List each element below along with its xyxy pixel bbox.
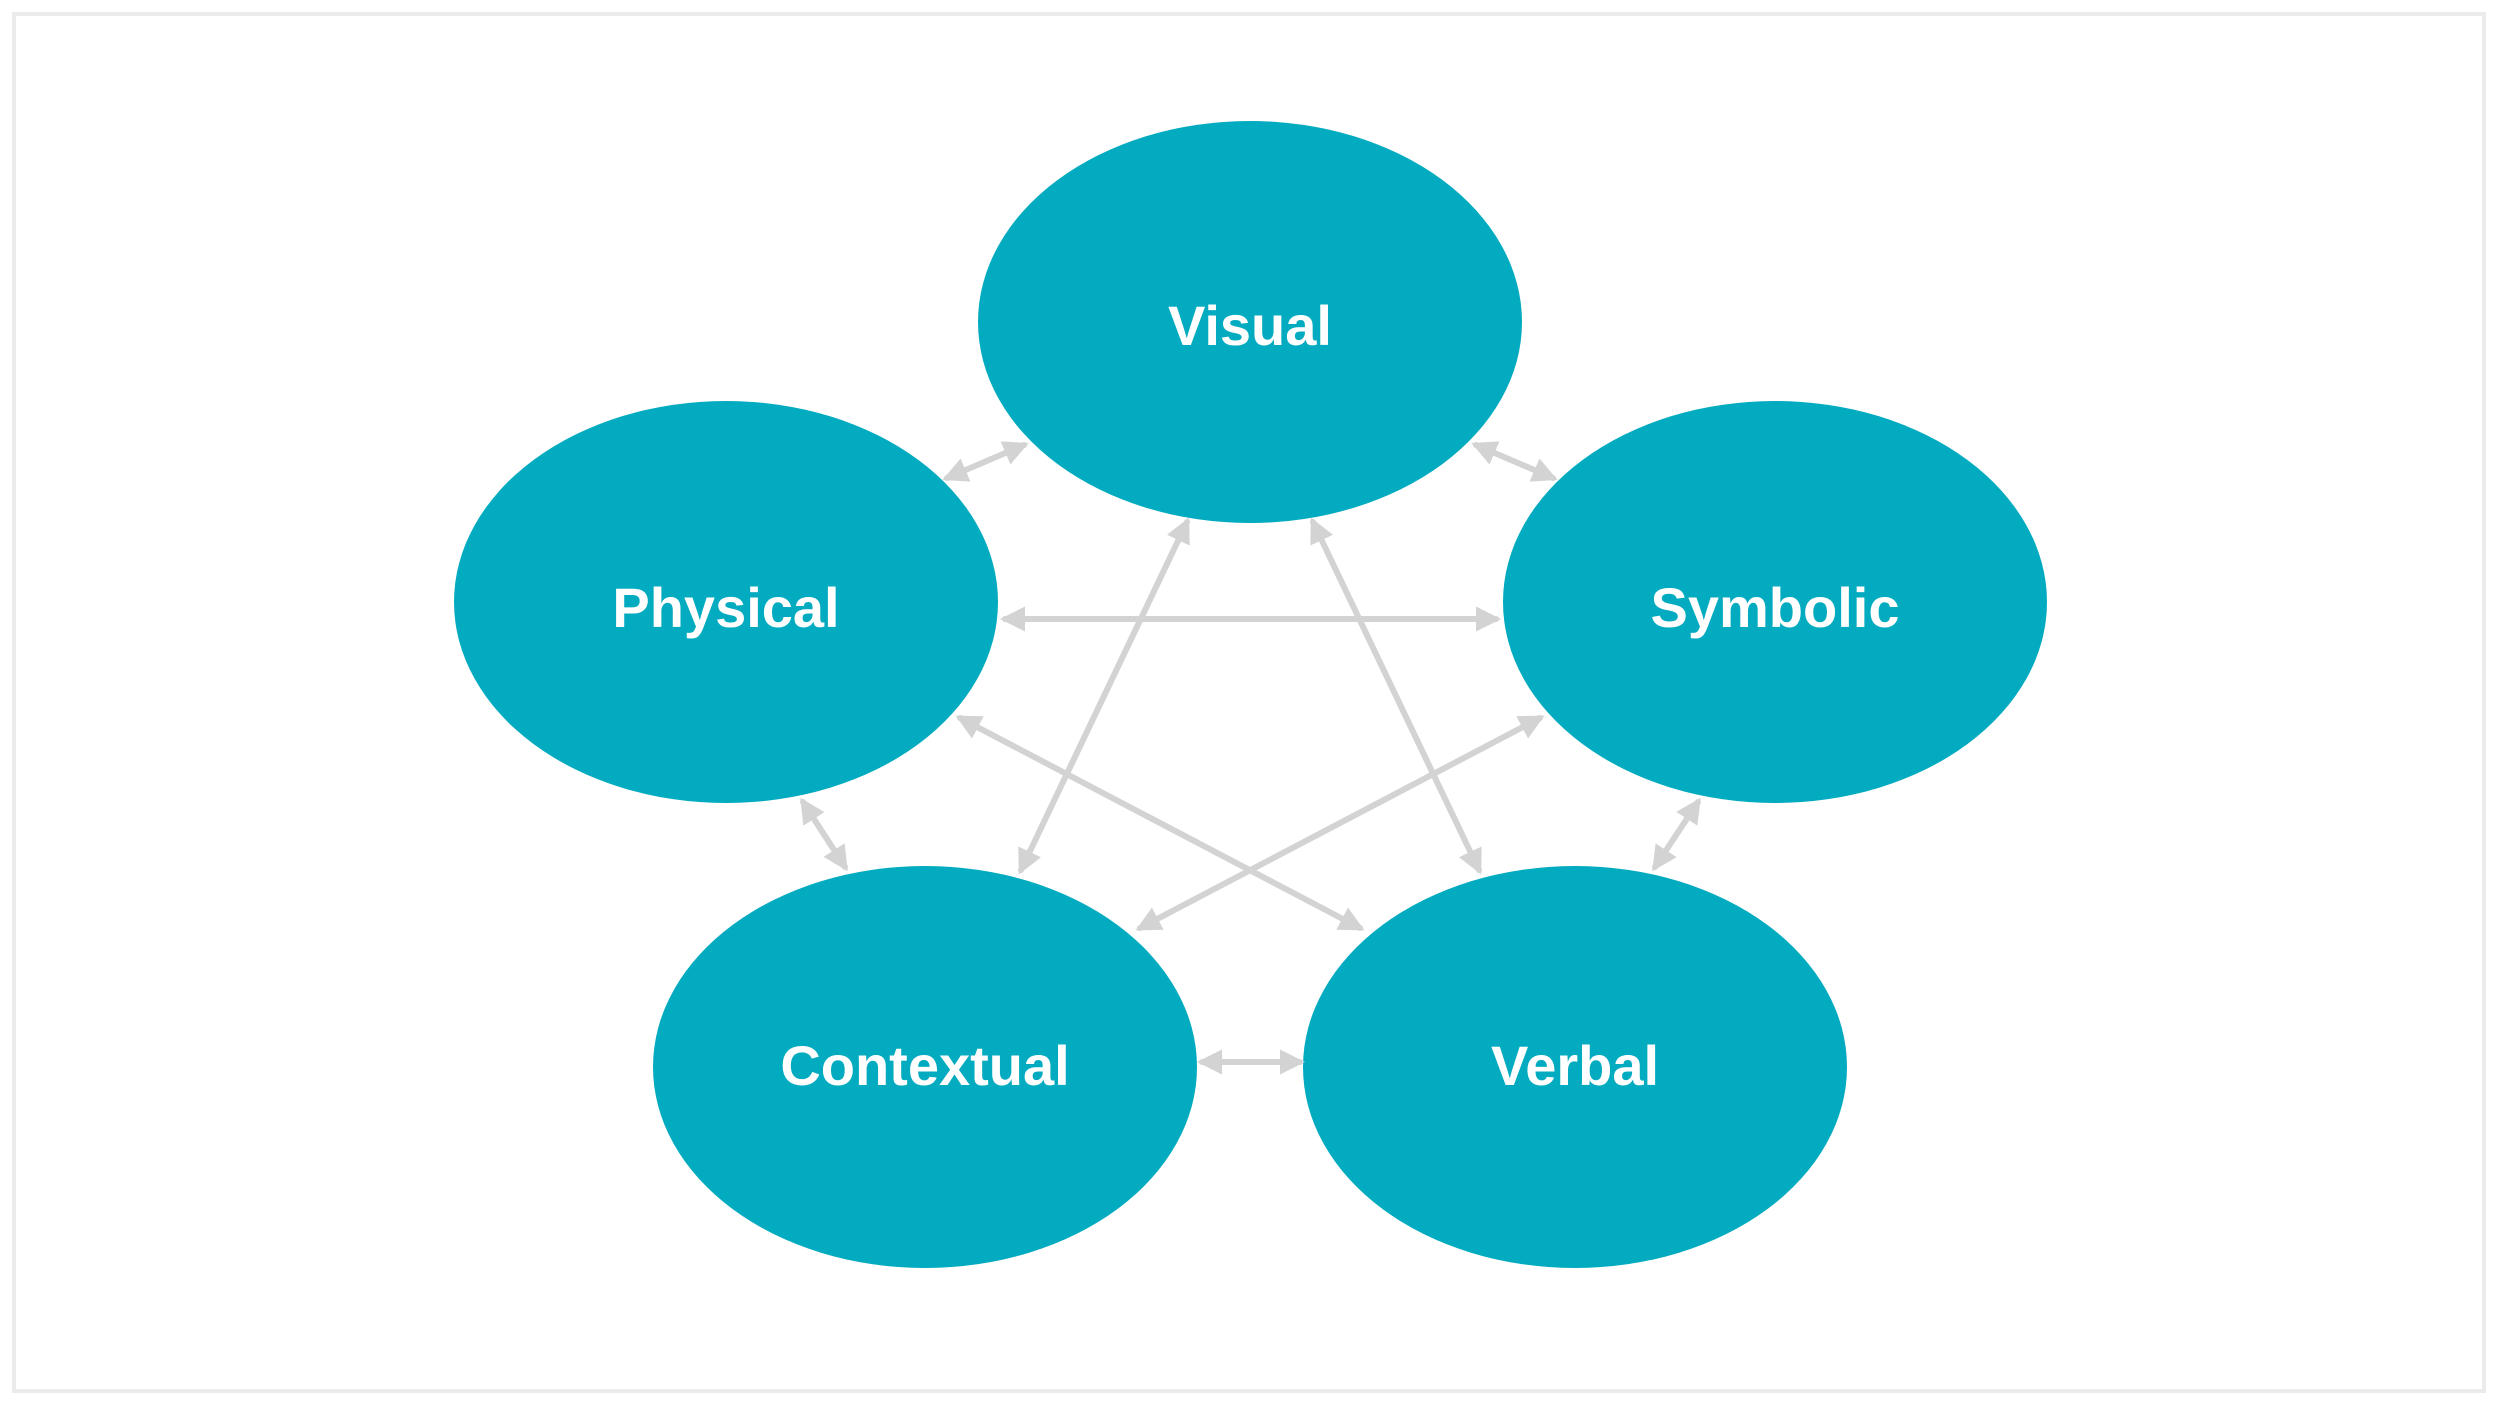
node-verbal-shape [1303,866,1847,1268]
node-symbolic: Symbolic [1503,401,2047,803]
node-symbolic-label: Symbolic [1651,576,1900,639]
arrow-symbolic-contextual [1135,715,1545,931]
node-visual-label: Visual [1168,294,1332,357]
node-physical: Physical [454,401,998,803]
arrow-visual-contextual [1018,517,1190,875]
node-contextual-shape [653,866,1197,1268]
arrow-visual-verbal [1310,517,1482,875]
node-verbal-label: Verbal [1491,1034,1659,1097]
node-physical-shape [454,401,998,803]
node-visual: Visual [978,121,1522,523]
node-contextual-label: Contextual [780,1034,1069,1097]
node-contextual: Contextual [653,866,1197,1268]
arrow-symbolic-verbal [1652,797,1701,872]
node-physical-label: Physical [612,576,839,639]
node-visual-shape [978,121,1522,523]
arrow-physical-visual [942,441,1029,482]
node-verbal: Verbal [1303,866,1847,1268]
arrow-visual-symbolic [1471,441,1558,482]
arrow-physical-contextual [800,797,848,872]
node-symbolic-shape [1503,401,2047,803]
connections [800,441,1701,1075]
